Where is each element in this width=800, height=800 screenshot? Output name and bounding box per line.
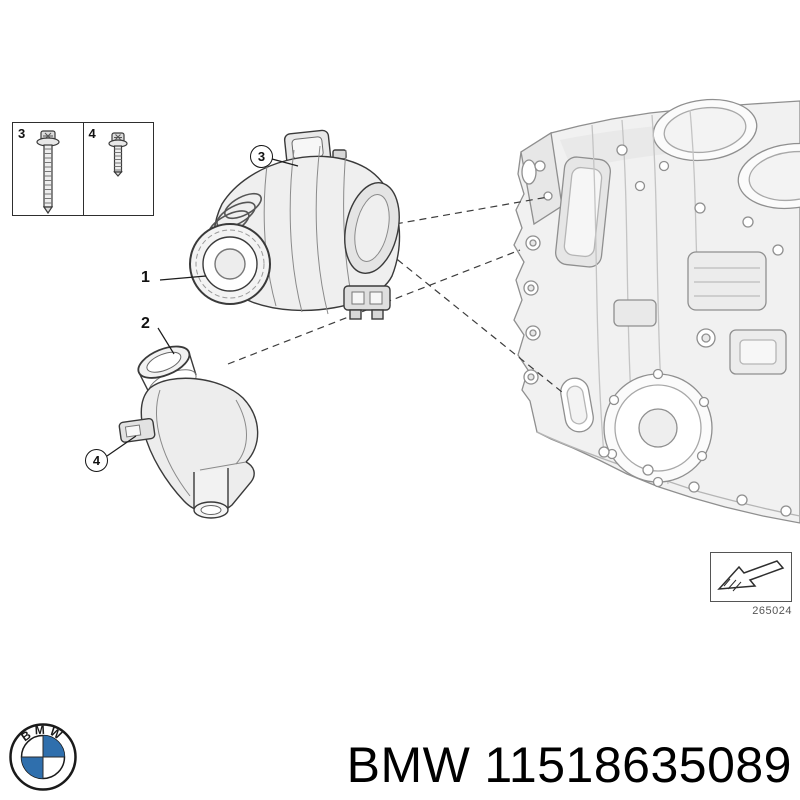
thermostat-drawing	[118, 345, 259, 519]
diagram-number: 265024	[752, 605, 792, 617]
direction-arrow-icon	[717, 560, 785, 592]
legend-label-4: 4	[88, 126, 96, 141]
svg-text:BMW: BMW	[18, 723, 67, 745]
brand-text: BMW	[346, 737, 471, 793]
callout-4: 4	[85, 449, 108, 472]
legend-item-3: 3	[13, 123, 83, 215]
part-number-line: BMW 11518635089	[347, 736, 792, 794]
legend-label-3: 3	[18, 126, 26, 141]
engine-block-drawing	[513, 98, 800, 524]
bmw-logo: BMW	[9, 723, 77, 791]
fastener-legend-box: 3 4	[12, 122, 154, 216]
direction-arrow-box	[710, 552, 792, 602]
roundel-quadrant-blue-tr	[43, 735, 65, 757]
short-bolt-icon	[108, 132, 128, 177]
callout-leader-lines	[106, 158, 299, 457]
roundel-quadrant-blue-bl	[21, 757, 43, 779]
part-number-text: 11518635089	[484, 737, 792, 793]
callout-4-label: 4	[92, 453, 101, 468]
legend-item-4: 4	[82, 123, 154, 215]
callout-1: 1	[141, 269, 150, 286]
bmw-logo-text: BMW	[18, 723, 63, 745]
long-bolt-icon	[36, 130, 60, 215]
callout-2: 2	[141, 315, 150, 332]
water-pump-drawing	[189, 129, 401, 320]
callout-3: 3	[250, 145, 273, 168]
callout-3-label: 3	[257, 149, 266, 164]
thermostat-sensor-plug	[118, 417, 156, 443]
